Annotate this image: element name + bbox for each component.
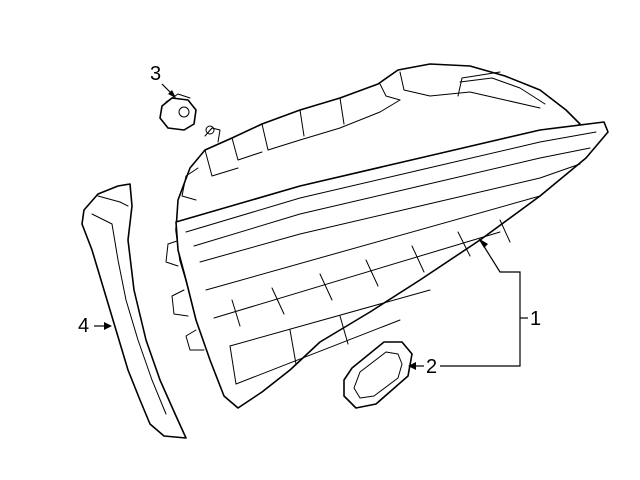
callout-label-3: 3 — [150, 63, 161, 85]
callout-4: 4 — [78, 315, 112, 337]
callout-3: 3 — [150, 63, 176, 98]
callout-label-1: 1 — [530, 308, 541, 330]
callout-1: 1 — [440, 238, 541, 367]
callout-label-4: 4 — [78, 315, 89, 337]
trim-cover[interactable] — [81, 183, 187, 439]
gasket[interactable] — [343, 341, 413, 409]
callout-2: 2 — [408, 356, 437, 378]
callout-label-2: 2 — [426, 356, 437, 378]
tail-lamp-assembly[interactable] — [165, 63, 609, 409]
nut[interactable] — [159, 93, 197, 131]
